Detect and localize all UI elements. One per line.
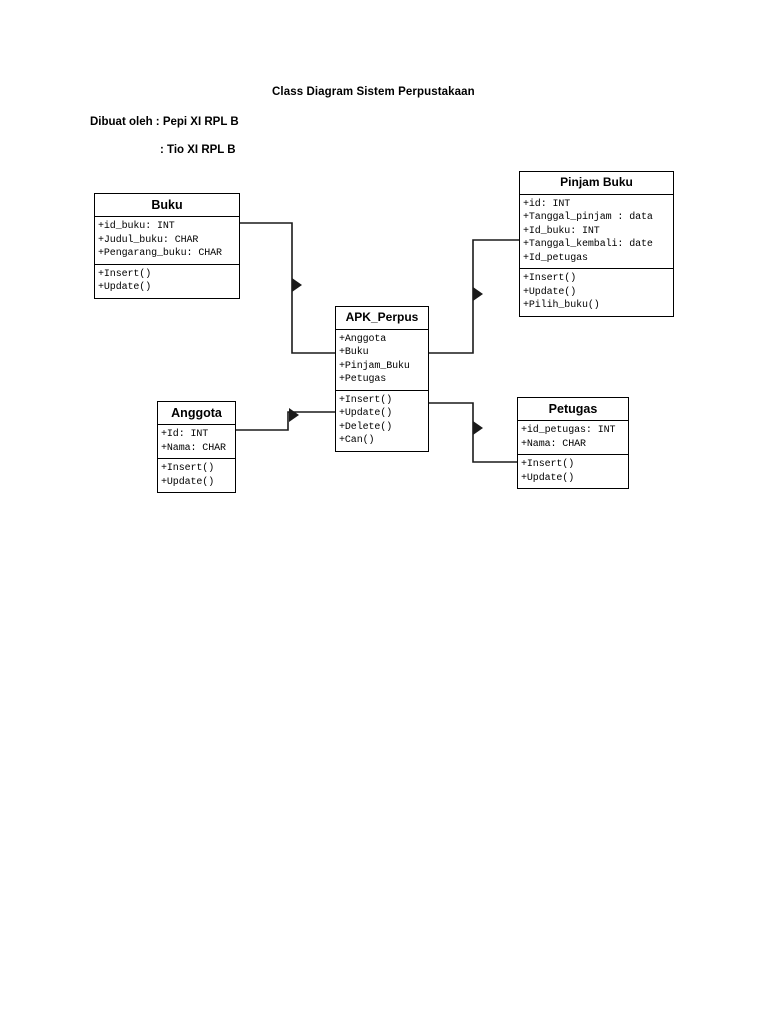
uml-methods-anggota: +Insert() +Update() [158, 458, 235, 492]
uml-method: +Update() [521, 472, 575, 484]
uml-attribute: +Tanggal_kembali: date [523, 239, 653, 251]
uml-class-name-apk-perpus: APK_Perpus [336, 307, 428, 330]
uml-class-apk-perpus[interactable]: APK_Perpus +Anggota +Buku +Pinjam_Buku +… [335, 306, 429, 452]
uml-attribute: +Nama: CHAR [521, 438, 586, 450]
author-line-primary: Dibuat oleh : Pepi XI RPL B [90, 116, 239, 128]
association-apk-perpus-to-petugas [429, 402, 517, 463]
uml-method: +Can() [339, 435, 375, 447]
uml-method: +Delete() [339, 421, 393, 433]
uml-class-buku[interactable]: Buku +id_buku: INT +Judul_buku: CHAR +Pe… [94, 193, 240, 299]
uml-attribute: +id: INT [523, 198, 571, 210]
uml-methods-petugas: +Insert() +Update() [518, 454, 628, 488]
arrowhead-anggota-to-apk-perpus [289, 408, 299, 422]
uml-class-name-pinjam-buku: Pinjam Buku [520, 172, 673, 195]
association-buku-to-apk-perpus [240, 222, 335, 354]
uml-methods-pinjam-buku: +Insert() +Update() +Pilih_buku() [520, 268, 673, 316]
author-line-secondary: : Tio XI RPL B [160, 144, 236, 156]
uml-method: +Insert() [339, 394, 393, 406]
arrowhead-buku-to-apk-perpus [292, 278, 302, 292]
uml-class-name-buku: Buku [95, 194, 239, 218]
association-anggota-to-apk-perpus [236, 411, 335, 431]
uml-attribute: +Judul_buku: CHAR [98, 234, 199, 246]
uml-attributes-anggota: +Id: INT +Nama: CHAR [158, 425, 235, 458]
uml-methods-apk-perpus: +Insert() +Update() +Delete() +Can() [336, 389, 428, 451]
uml-attribute: +Anggota [339, 333, 387, 345]
uml-class-name-petugas: Petugas [518, 398, 628, 422]
arrowhead-apk-perpus-to-pinjam-buku [473, 287, 483, 301]
uml-attribute: +Tanggal_pinjam : data [523, 212, 653, 224]
uml-method: +Update() [339, 408, 393, 420]
uml-attribute: +Petugas [339, 374, 387, 386]
uml-class-name-anggota: Anggota [158, 402, 235, 426]
arrowhead-apk-perpus-to-petugas [473, 421, 483, 435]
uml-attributes-apk-perpus: +Anggota +Buku +Pinjam_Buku +Petugas [336, 330, 428, 390]
uml-attribute: +Pengarang_buku: CHAR [98, 248, 222, 260]
uml-attribute: +Pinjam_Buku [339, 360, 410, 372]
uml-methods-buku: +Insert() +Update() [95, 263, 239, 298]
page-title: Class Diagram Sistem Perpustakaan [272, 86, 475, 98]
uml-attribute: +Id: INT [161, 429, 209, 441]
uml-attributes-buku: +id_buku: INT +Judul_buku: CHAR +Pengara… [95, 217, 239, 264]
uml-method: +Insert() [521, 459, 575, 471]
uml-class-anggota[interactable]: Anggota +Id: INT +Nama: CHAR +Insert() +… [157, 401, 236, 494]
uml-attribute: +Id_petugas [523, 252, 588, 264]
uml-attribute: +Nama: CHAR [161, 442, 226, 454]
association-apk-perpus-to-pinjam-buku [429, 239, 519, 354]
uml-method: +Insert() [98, 268, 152, 280]
uml-attributes-pinjam-buku: +id: INT +Tanggal_pinjam : data +Id_buku… [520, 195, 673, 269]
uml-method: +Insert() [523, 273, 577, 285]
uml-method: +Update() [98, 282, 152, 294]
uml-method: +Update() [161, 476, 215, 488]
uml-class-pinjam-buku[interactable]: Pinjam Buku +id: INT +Tanggal_pinjam : d… [519, 171, 674, 317]
uml-class-petugas[interactable]: Petugas +id_petugas: INT +Nama: CHAR +In… [517, 397, 629, 490]
uml-method: +Insert() [161, 463, 215, 475]
uml-attribute: +Buku [339, 347, 369, 359]
uml-attributes-petugas: +id_petugas: INT +Nama: CHAR [518, 421, 628, 454]
uml-attribute: +id_petugas: INT [521, 425, 616, 437]
uml-method: +Pilih_buku() [523, 300, 600, 312]
uml-attribute: +Id_buku: INT [523, 225, 600, 237]
uml-attribute: +id_buku: INT [98, 221, 175, 233]
uml-method: +Update() [523, 286, 577, 298]
